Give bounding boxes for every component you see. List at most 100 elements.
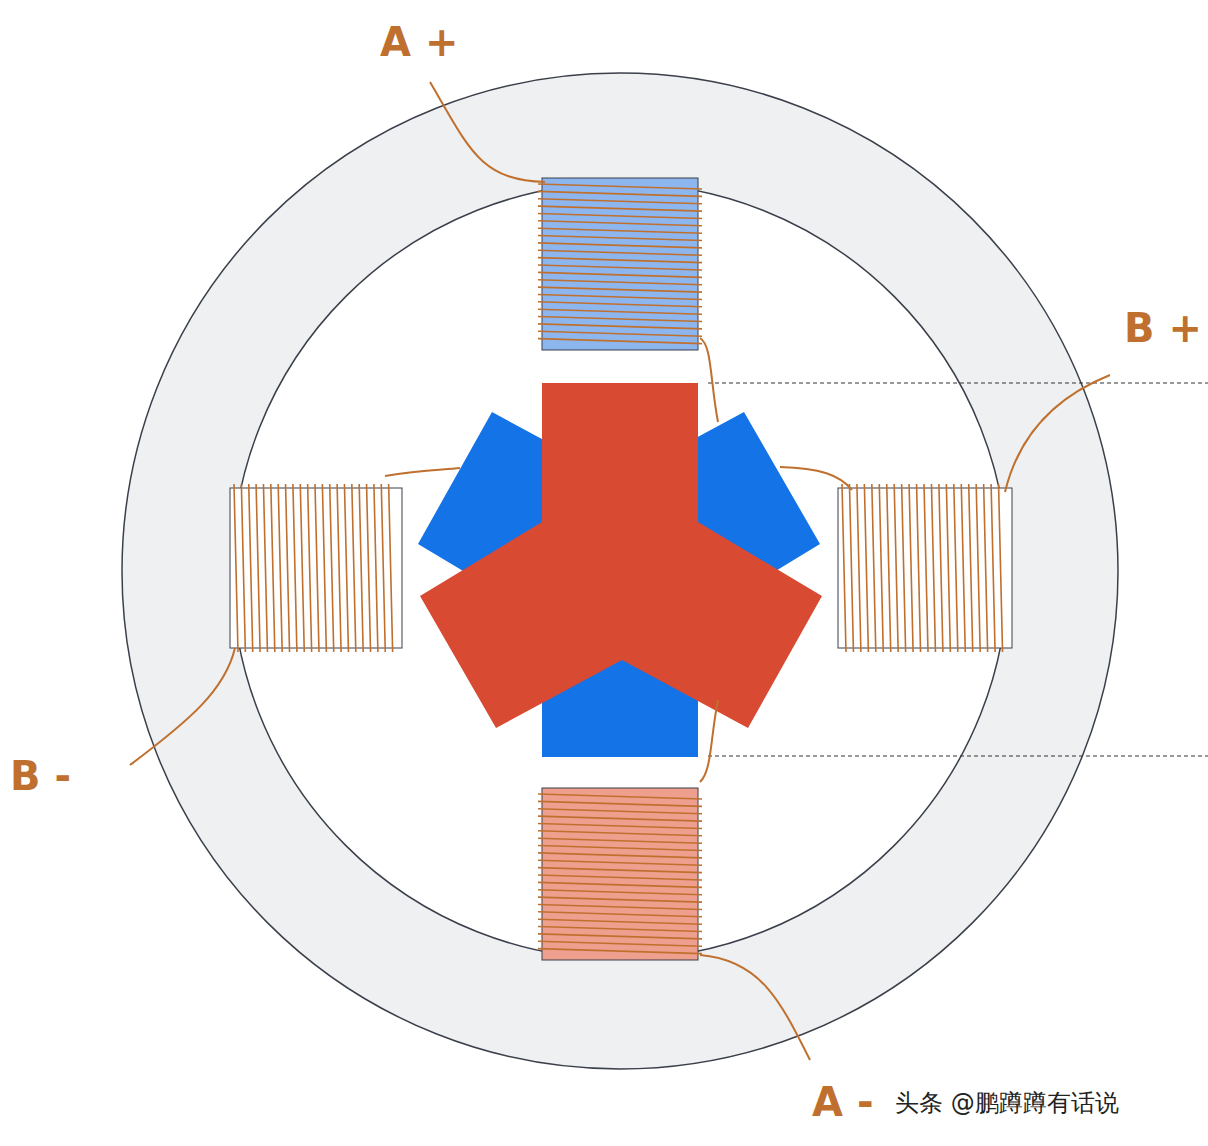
winding xyxy=(917,484,921,652)
winding xyxy=(538,882,702,887)
winding xyxy=(538,206,702,211)
terminal-label: A - xyxy=(812,1082,873,1122)
winding xyxy=(381,484,385,652)
winding xyxy=(924,484,928,652)
winding xyxy=(857,484,861,652)
rotor-north xyxy=(420,383,822,728)
winding xyxy=(538,875,702,880)
winding xyxy=(344,484,348,652)
winding xyxy=(538,309,702,314)
winding xyxy=(864,484,868,652)
stator-coil xyxy=(538,788,702,960)
winding xyxy=(538,199,702,204)
winding xyxy=(538,331,702,336)
winding xyxy=(263,484,267,652)
winding xyxy=(976,484,980,652)
winding xyxy=(538,294,702,299)
winding xyxy=(538,184,702,189)
winding xyxy=(969,484,973,652)
winding xyxy=(538,868,702,873)
terminal-label: B + xyxy=(1124,308,1202,348)
winding xyxy=(538,823,702,828)
winding xyxy=(538,317,702,322)
winding xyxy=(538,324,702,329)
lead-wire xyxy=(130,648,235,765)
winding xyxy=(359,484,363,652)
winding xyxy=(961,484,965,652)
winding xyxy=(367,484,371,652)
lead-wire xyxy=(700,955,810,1060)
winding xyxy=(538,339,702,344)
stator-ring xyxy=(122,73,1118,1069)
winding xyxy=(241,484,245,652)
lead-wire xyxy=(700,700,718,782)
winding xyxy=(931,484,935,652)
winding xyxy=(271,484,275,652)
winding xyxy=(879,484,883,652)
winding xyxy=(538,265,702,270)
winding xyxy=(352,484,356,652)
winding xyxy=(389,484,393,652)
winding xyxy=(538,809,702,814)
winding xyxy=(538,934,702,939)
winding xyxy=(538,213,702,218)
winding xyxy=(849,484,853,652)
lead-wire xyxy=(700,338,718,422)
winding xyxy=(538,191,702,196)
winding xyxy=(954,484,958,652)
winding xyxy=(538,919,702,924)
winding xyxy=(538,949,702,954)
winding xyxy=(322,484,326,652)
winding xyxy=(946,484,950,652)
winding xyxy=(538,280,702,285)
winding xyxy=(909,484,913,652)
lead-wire xyxy=(430,82,545,182)
winding xyxy=(293,484,297,652)
winding xyxy=(538,941,702,946)
winding xyxy=(984,484,988,652)
winding xyxy=(234,484,238,652)
winding xyxy=(256,484,260,652)
winding xyxy=(538,287,702,292)
winding xyxy=(538,927,702,932)
winding xyxy=(538,801,702,806)
winding xyxy=(538,831,702,836)
winding xyxy=(538,904,702,909)
winding xyxy=(538,236,702,241)
lead-wire xyxy=(780,467,852,490)
terminal-label: B - xyxy=(10,756,71,796)
winding xyxy=(538,243,702,248)
stator-coil xyxy=(538,178,702,350)
stator-coil xyxy=(230,484,402,652)
winding xyxy=(872,484,876,652)
winding xyxy=(315,484,319,652)
lead-wire xyxy=(1005,375,1110,492)
winding xyxy=(538,221,702,226)
winding xyxy=(374,484,378,652)
winding xyxy=(538,860,702,865)
winding xyxy=(300,484,304,652)
winding xyxy=(991,484,995,652)
winding xyxy=(538,228,702,233)
winding xyxy=(538,250,702,255)
winding xyxy=(538,794,702,799)
stator-coil xyxy=(838,484,1012,652)
winding xyxy=(999,484,1003,652)
winding xyxy=(286,484,290,652)
winding xyxy=(939,484,943,652)
winding xyxy=(330,484,334,652)
winding xyxy=(538,890,702,895)
winding xyxy=(538,838,702,843)
guide-line xyxy=(708,383,1208,384)
lead-wire xyxy=(385,468,460,476)
winding xyxy=(538,816,702,821)
terminal-label: A + xyxy=(380,22,458,62)
winding xyxy=(842,484,846,652)
winding xyxy=(538,258,702,263)
winding xyxy=(538,846,702,851)
winding xyxy=(538,853,702,858)
winding xyxy=(249,484,253,652)
winding xyxy=(894,484,898,652)
winding xyxy=(308,484,312,652)
watermark: 头条 @鹏蹲蹲有话说 xyxy=(895,1091,1119,1115)
